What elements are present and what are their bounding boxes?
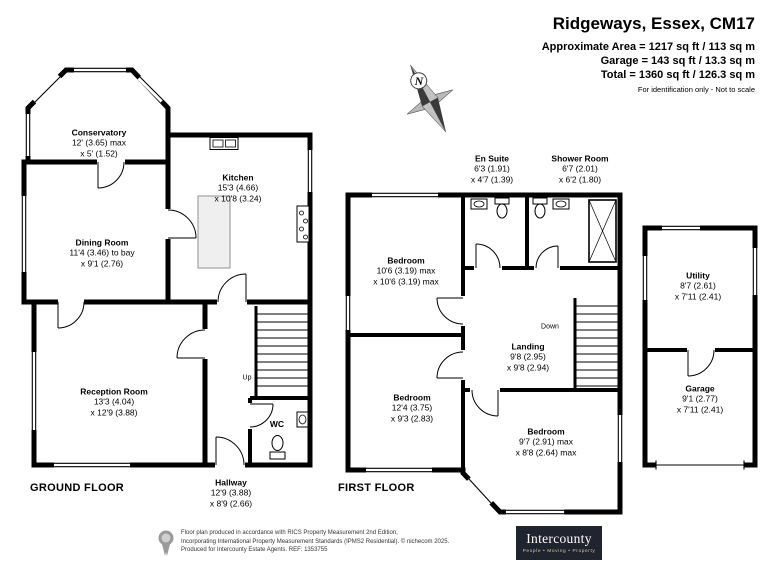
first-floor-doors [436,243,560,506]
garage-area: Garage = 143 sq ft / 13.3 sq m [600,55,755,67]
ground-floor-walls [21,67,313,468]
footer-line-3: Produced for Intercounty Estate Agents. … [181,547,328,554]
outbuilding-windows [641,224,759,470]
header: Ridgeways, Essex, CM17 Approximate Area … [542,14,755,94]
intercounty-logo: Intercounty People • Moving • Property [516,526,602,560]
ground-floor-doors [57,158,274,469]
stairs-down-label: Down [541,323,559,331]
total-area: Total = 1360 sq ft / 126.3 sq m [600,69,755,81]
kitchen-fixtures [197,137,310,269]
approximate-area: Approximate Area = 1217 sq ft / 113 sq m [541,41,755,53]
first-floor-label: FIRST FLOOR [338,482,415,494]
page-title: Ridgeways, Essex, CM17 [552,14,755,33]
compass-north-label: N [414,74,425,88]
brand-tagline: People • Moving • Property [522,549,596,554]
footer-line-2: Incorporating International Property Mea… [181,538,450,545]
ground-floor-windows [20,66,314,469]
brand-name: Intercounty [526,531,592,546]
footer-line-1: Floor plan produced in accordance with R… [181,530,398,536]
compass-rose [406,64,454,133]
stairs-up-label: Up [242,374,252,382]
bathroom-fixtures [470,197,617,263]
first-floor-windows [344,191,624,516]
disclaimer: For identification only - Not to scale [637,85,755,94]
stairs-up [256,313,310,387]
stairs-down [575,305,620,387]
footer-disclaimer: Floor plan produced in accordance with R… [181,529,449,555]
certification-icon [156,529,176,562]
wc-fixtures [269,411,309,460]
ground-floor-label: GROUND FLOOR [30,482,125,494]
